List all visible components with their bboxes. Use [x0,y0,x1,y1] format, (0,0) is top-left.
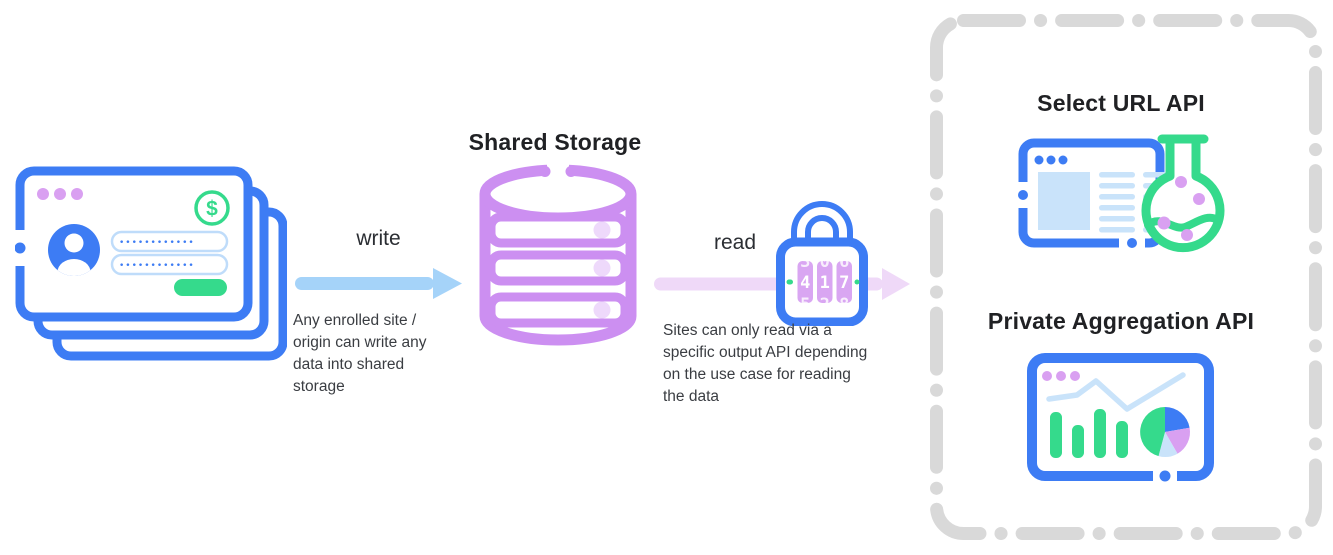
password-field[interactable]: •••••••••••• [110,230,229,253]
dial-digit: 1 [820,273,830,293]
select-url-icon [1017,134,1225,253]
private-aggregation-icon [1027,353,1214,484]
dollar-icon: $ [194,190,230,226]
window-dots-icon [37,188,83,200]
write-description: Any enrolled site / origin can write any… [293,312,427,395]
submit-button[interactable] [174,279,227,296]
avatar [48,224,100,276]
pie-chart-icon [1140,407,1190,457]
bar-chart-icon [1050,409,1128,458]
write-arrow [295,268,462,299]
content-block [1038,172,1090,230]
flask-icon [1141,134,1225,253]
dial-tick [854,279,860,285]
combination-lock-icon: 3 0 6 5 2 8 4 1 7 [776,201,868,326]
dollar-glyph: $ [206,198,218,221]
dial-digit-partial: 3 [800,252,810,272]
private-aggregation-api-title: Private Aggregation API [987,308,1255,334]
dial-tick [786,279,793,285]
database-bands [486,212,630,328]
window-dots-icon [1034,155,1068,165]
line-chart-icon [1046,372,1186,412]
password-field[interactable]: •••••••••••• [110,253,229,276]
dial-digit: 7 [839,273,849,293]
read-label: read [713,231,757,254]
output-gate-border [930,14,1322,540]
select-url-api-title: Select URL API [1037,90,1205,116]
enrolled-sites-icon: $ •••••••••••• •••••••••••• [15,166,287,361]
dial-digit-partial: 6 [839,252,849,272]
shared-storage-title: Shared Storage [468,129,642,155]
lock-dials[interactable]: 3 0 6 5 2 8 4 1 7 [797,252,853,315]
dial-digit-partial: 2 [820,295,830,315]
password-value: •••••••••••• [119,238,195,248]
border-dot [15,242,26,254]
dial-digit: 4 [800,273,810,293]
dial-digit-partial: 0 [820,252,830,272]
window-dots-icon [1042,371,1080,381]
dial-digit-partial: 5 [800,295,810,315]
write-label: write [356,227,401,250]
password-value: •••••••••••• [119,261,195,271]
dial-digit-partial: 8 [839,295,849,315]
database-icon [479,164,637,346]
read-description: Sites can only read via a specific outpu… [663,322,868,405]
